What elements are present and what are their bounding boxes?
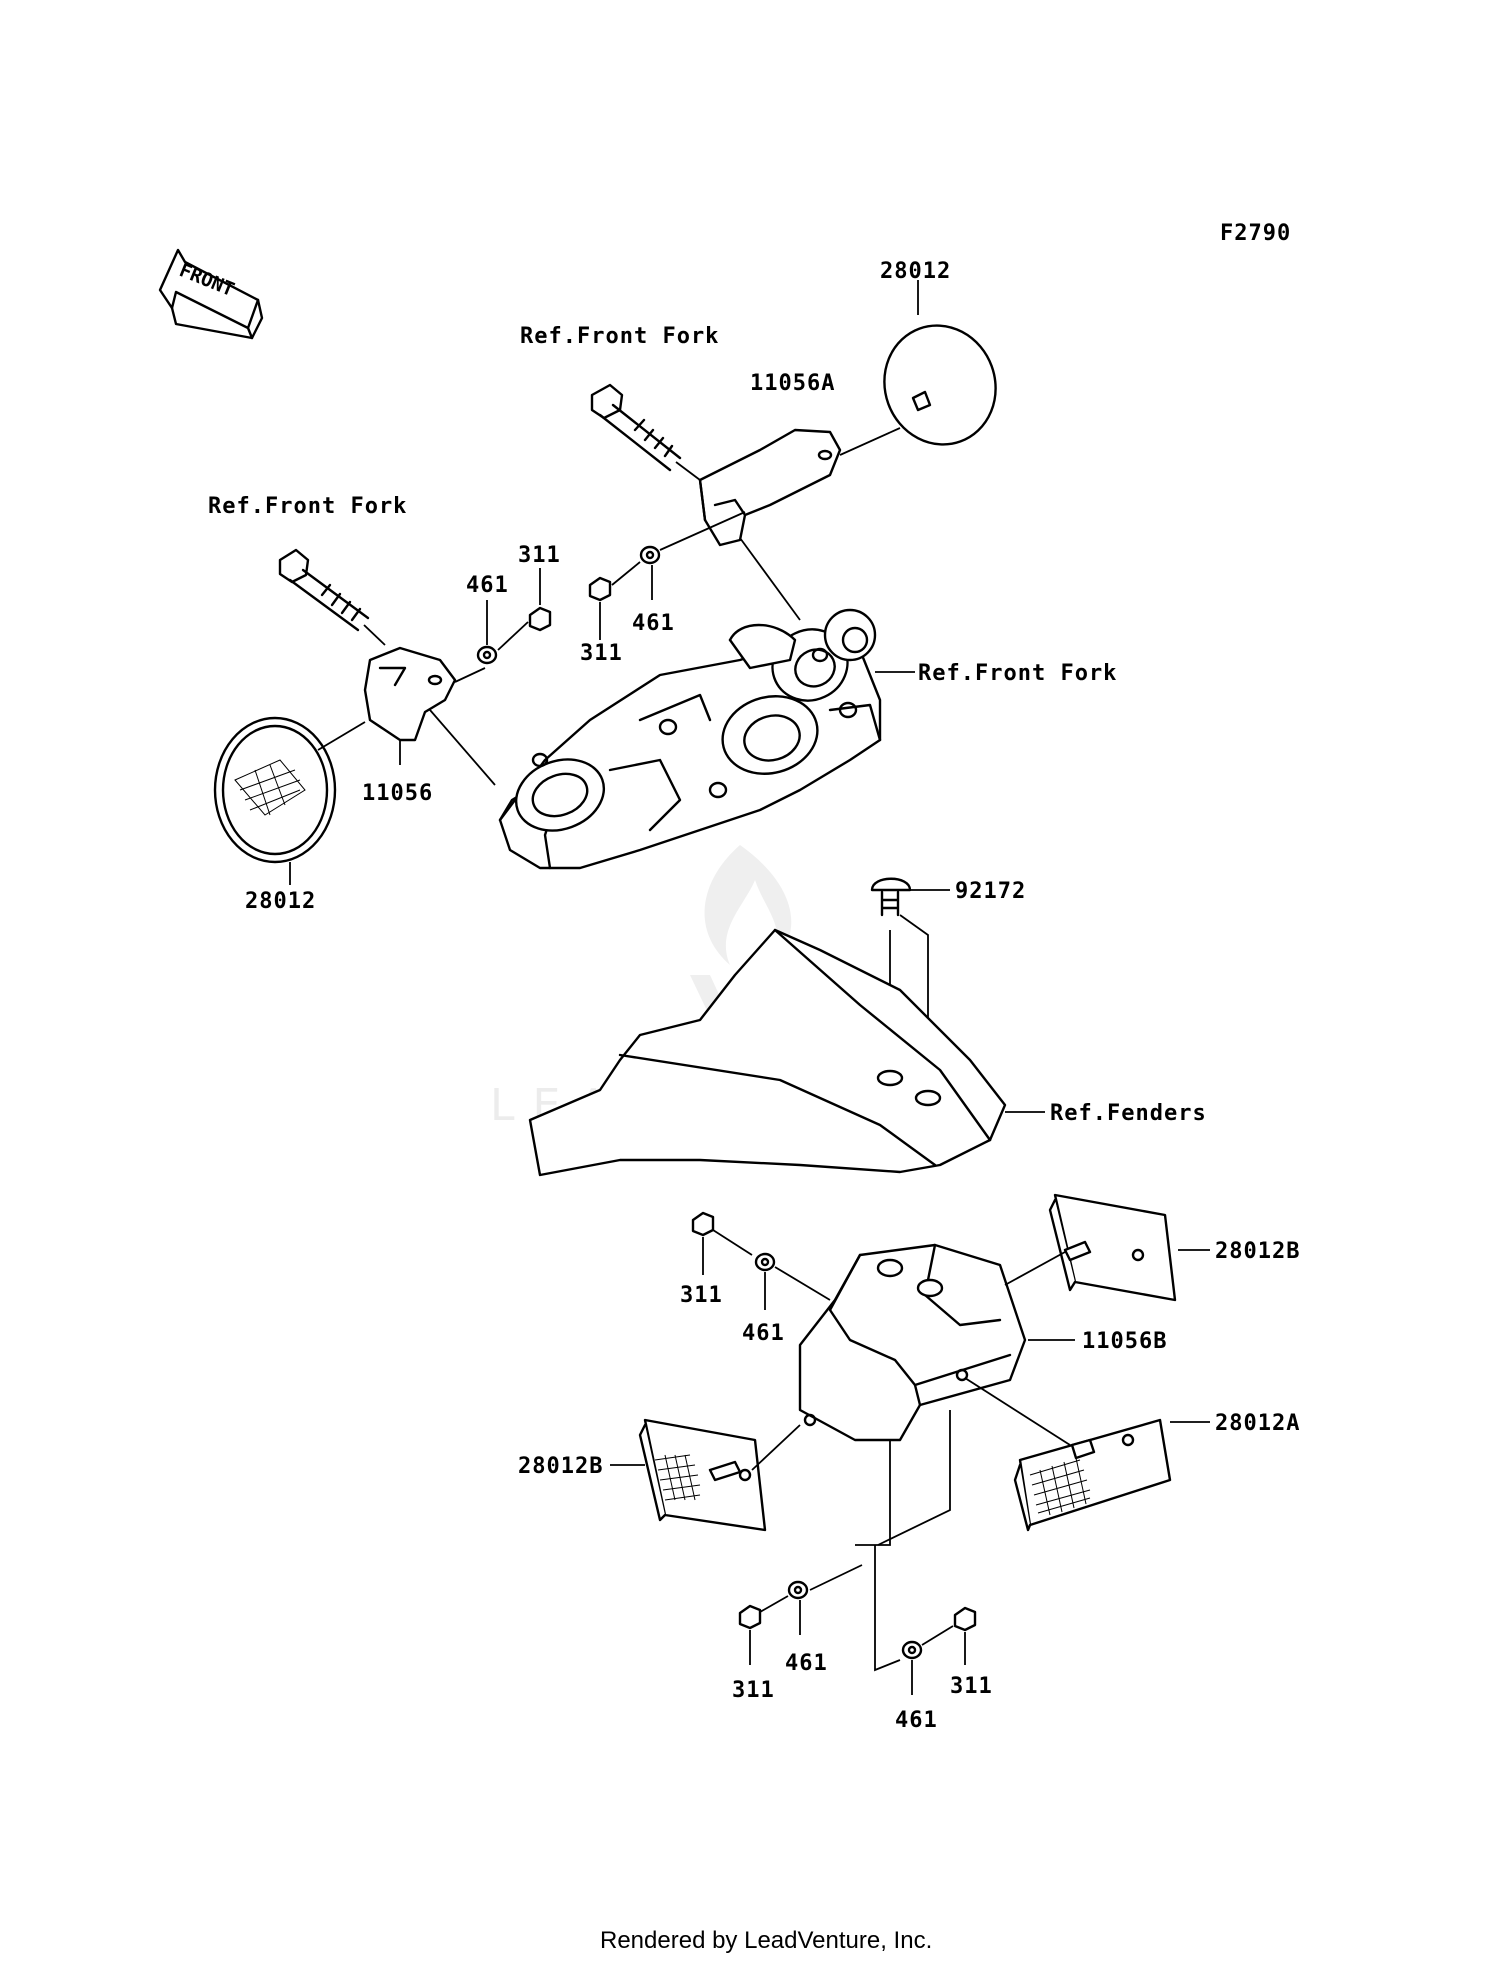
reflector-28012a bbox=[964, 1377, 1210, 1532]
label-311-d: 311 bbox=[732, 1678, 775, 1703]
label-461-d: 461 bbox=[785, 1651, 828, 1676]
label-461-c: 461 bbox=[742, 1321, 785, 1346]
bracket-lower-leads bbox=[809, 1410, 951, 1672]
label-311-c: 311 bbox=[680, 1283, 723, 1308]
reflector-28012-left bbox=[213, 716, 366, 885]
label-461-b: 461 bbox=[632, 611, 675, 636]
left-nut-washer bbox=[476, 568, 552, 665]
label-ref-front-fork-upper: Ref.Front Fork bbox=[520, 324, 719, 349]
front-arrow-icon: FRONT bbox=[158, 248, 264, 340]
label-461-e: 461 bbox=[895, 1708, 938, 1733]
left-bolt bbox=[278, 548, 386, 646]
label-28012b-left: 28012B bbox=[518, 1454, 603, 1479]
bracket-11056b bbox=[798, 1243, 1075, 1442]
bracket-11056 bbox=[363, 646, 496, 786]
front-fender bbox=[528, 928, 1045, 1177]
upper-nut-washer bbox=[588, 511, 746, 640]
reflector-28012-upper bbox=[883, 280, 997, 446]
reflector-28012b-left bbox=[610, 1418, 801, 1532]
label-ref-front-fork-left: Ref.Front Fork bbox=[208, 494, 407, 519]
lower-nut-washer-upper-left bbox=[691, 1211, 831, 1310]
label-28012-top: 28012 bbox=[880, 259, 951, 284]
label-28012-left: 28012 bbox=[245, 889, 316, 914]
label-ref-front-fork-right: Ref.Front Fork bbox=[918, 661, 1117, 686]
reflector-28012b-right bbox=[1004, 1193, 1210, 1302]
label-28012a: 28012A bbox=[1215, 1411, 1300, 1436]
fork-triple-clamp bbox=[498, 537, 915, 870]
label-ref-fenders: Ref.Fenders bbox=[1050, 1101, 1207, 1126]
label-311-e: 311 bbox=[950, 1674, 993, 1699]
figure-code: F2790 bbox=[1220, 221, 1291, 246]
lower-nut-washer-bottom-right bbox=[901, 1606, 977, 1695]
footer-credit: Rendered by LeadVenture, Inc. bbox=[600, 1927, 932, 1954]
upper-bolt bbox=[590, 383, 701, 481]
label-461-a: 461 bbox=[466, 573, 509, 598]
label-311-a: 311 bbox=[518, 543, 561, 568]
label-11056: 11056 bbox=[362, 781, 433, 806]
label-28012b-right: 28012B bbox=[1215, 1239, 1300, 1264]
bracket-11056a bbox=[698, 427, 901, 547]
label-11056a: 11056A bbox=[750, 371, 835, 396]
label-11056b: 11056B bbox=[1082, 1329, 1167, 1354]
lower-nut-washer-bottom-left bbox=[738, 1580, 809, 1665]
label-92172: 92172 bbox=[955, 879, 1026, 904]
label-311-b: 311 bbox=[580, 641, 623, 666]
